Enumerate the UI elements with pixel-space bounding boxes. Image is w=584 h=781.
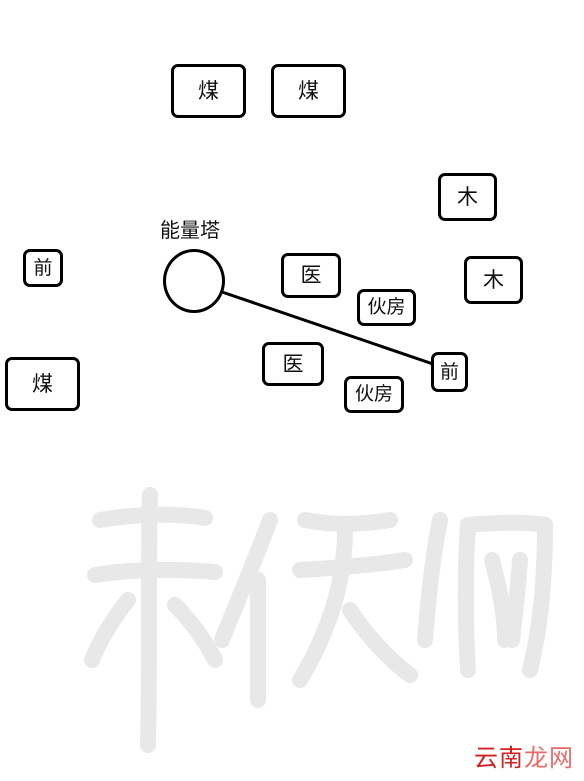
kitchen-box-label: 伙房 <box>367 296 406 318</box>
power-tower-label: 能量塔 <box>160 218 220 242</box>
front-box-2: 前 <box>431 352 468 392</box>
wood-box-2: 木 <box>464 256 523 304</box>
coal-box-label: 煤 <box>32 371 53 396</box>
kitchen-box-2: 伙房 <box>344 376 404 413</box>
site-watermark: 云南龙网 <box>474 738 574 773</box>
front-box-label: 前 <box>439 360 459 383</box>
site-watermark-b: 龙网 <box>524 744 574 772</box>
coal-box-label: 煤 <box>298 78 319 103</box>
kitchen-box-1: 伙房 <box>357 289 416 326</box>
coal-box-3: 煤 <box>5 357 80 411</box>
kitchen-box-label: 伙房 <box>354 383 393 405</box>
coal-box-2: 煤 <box>271 64 346 118</box>
medic-box-label: 医 <box>300 263 322 287</box>
coal-box-1: 煤 <box>171 64 246 118</box>
site-watermark-a: 云南 <box>474 744 524 772</box>
medic-box-label: 医 <box>282 351 304 376</box>
front-box-1: 前 <box>23 249 63 287</box>
medic-box-1: 医 <box>281 253 341 298</box>
wood-box-label: 木 <box>483 267 504 292</box>
wood-box-label: 木 <box>457 184 478 209</box>
power-tower-circle <box>163 249 225 313</box>
medic-box-2: 医 <box>262 342 324 386</box>
wood-box-1: 木 <box>438 173 497 221</box>
front-box-label: 前 <box>33 256 53 279</box>
power-line <box>221 290 434 366</box>
coal-box-label: 煤 <box>198 78 219 103</box>
